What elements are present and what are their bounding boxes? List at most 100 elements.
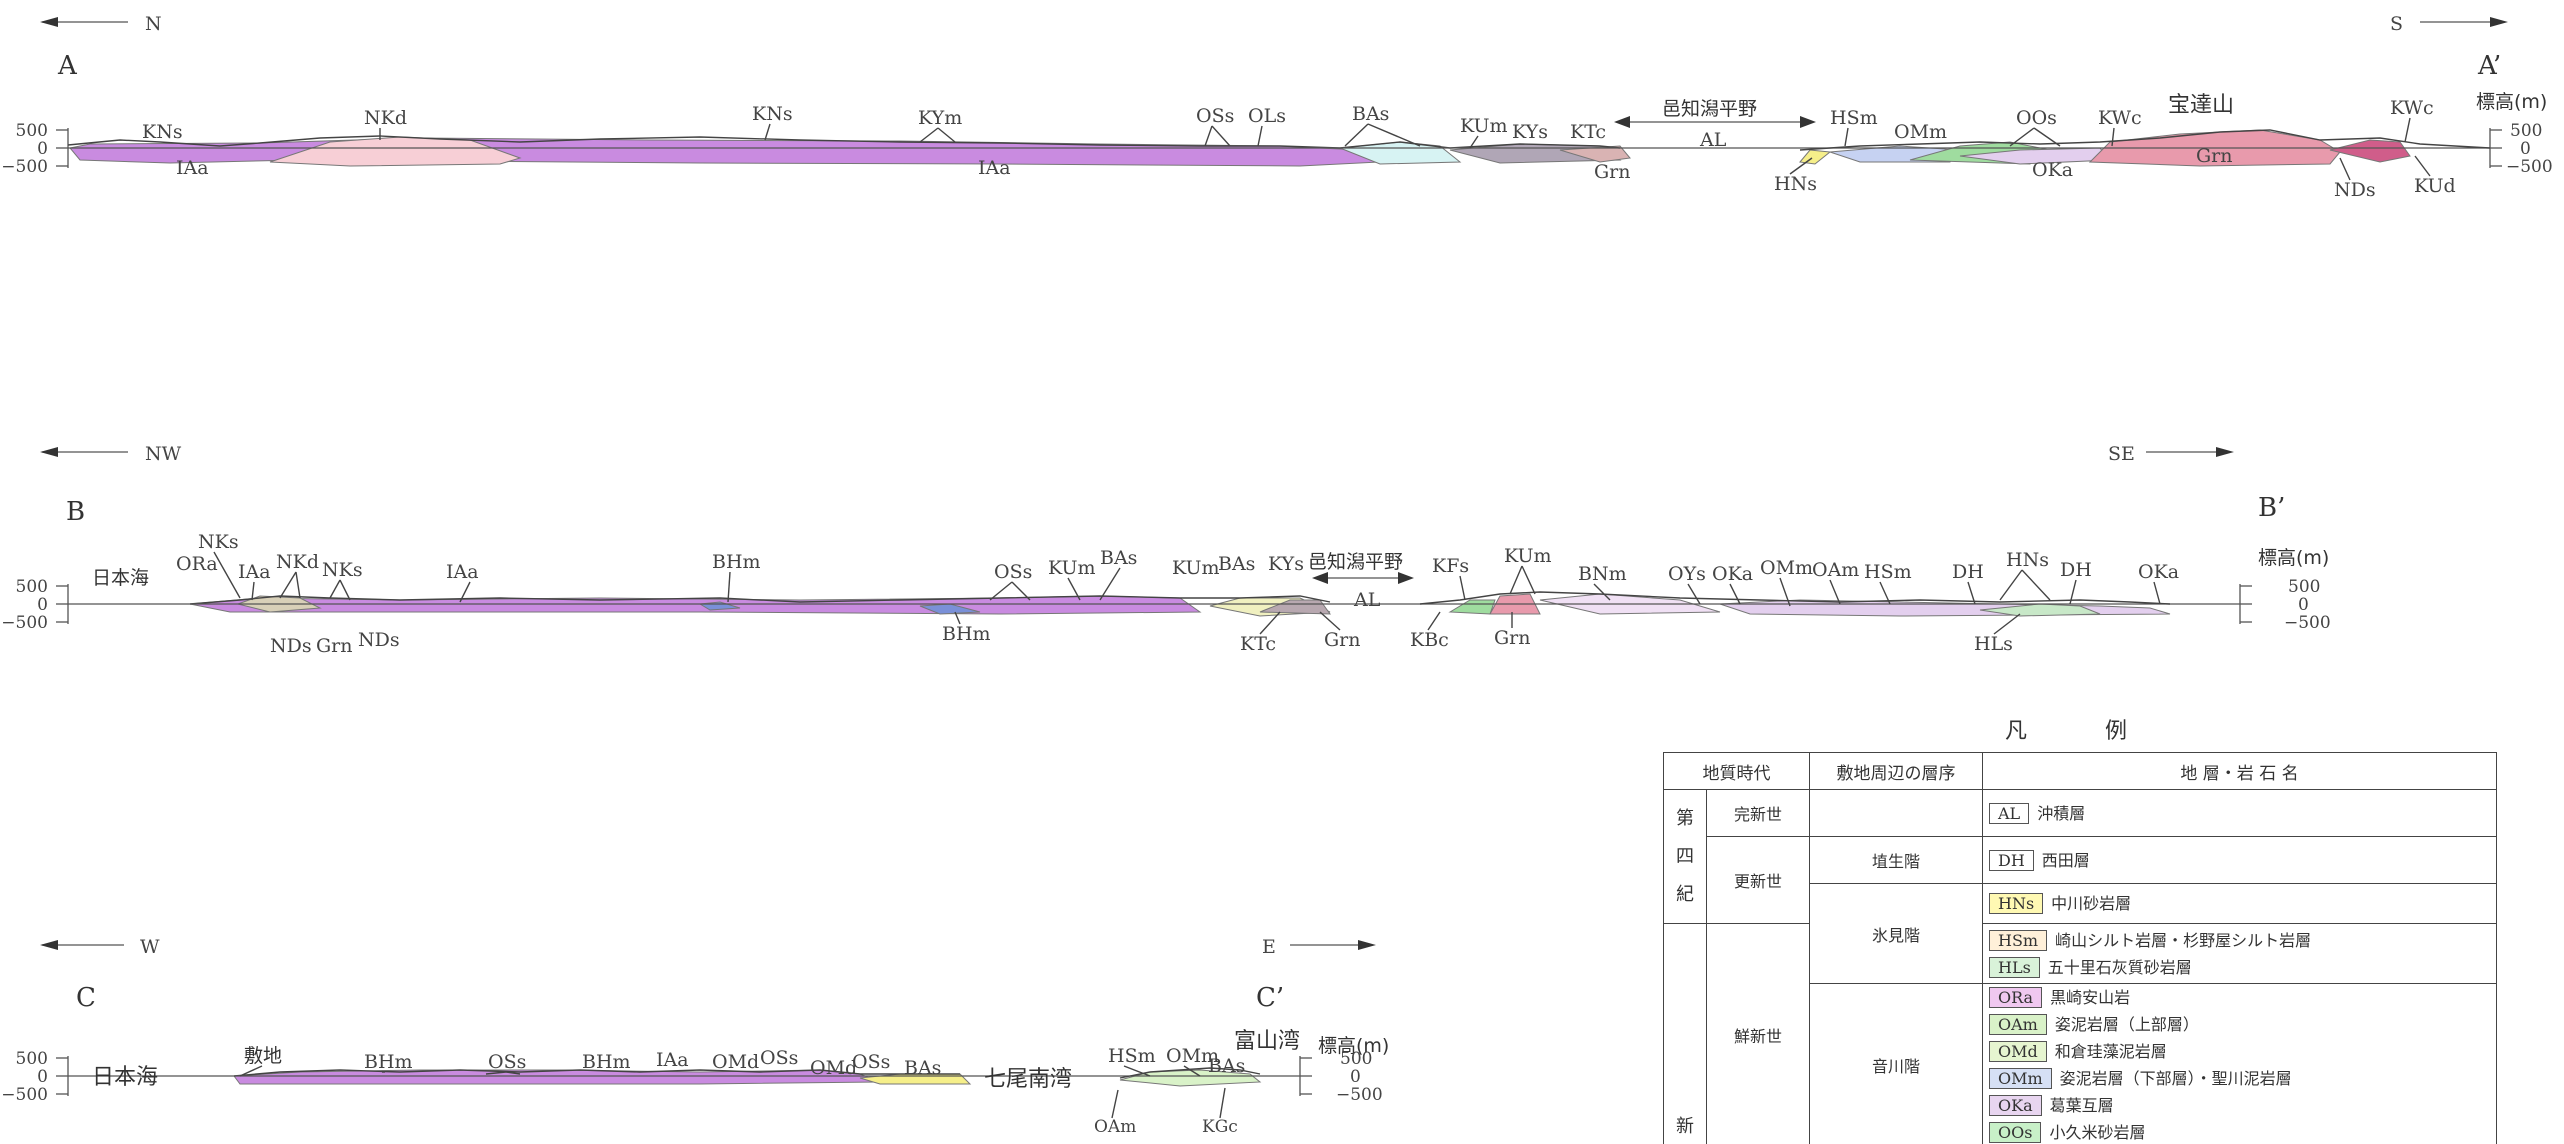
legend-name: 姿泥岩層（下部層）・聖川泥岩層 — [2060, 1069, 2292, 1088]
label: BHm — [364, 1051, 413, 1073]
label: KNs — [142, 121, 183, 143]
label: KUm — [1504, 545, 1552, 567]
legend-code: OAm — [1989, 1014, 2047, 1035]
section-c-start-label: C — [76, 983, 96, 1013]
elev-tick-500: 500 — [16, 1049, 48, 1069]
elev-tick-0: 0 — [37, 595, 48, 615]
label: KTc — [1570, 121, 1606, 143]
arrow-nw-icon — [40, 447, 58, 457]
bay2-label: 富山湾 — [1234, 1029, 1300, 1054]
label: KWc — [2390, 97, 2434, 119]
section-b-labels: NKs ORa IAa NKd NKs IAa BHm OSs KUm BAs … — [176, 531, 2179, 657]
direction-se-label: SE — [2108, 443, 2135, 465]
label: OSs — [852, 1051, 890, 1073]
legend-stage: 埴生階 — [1810, 837, 1983, 884]
elev-tick-500-r: 500 — [2510, 121, 2542, 141]
label: OKa — [1712, 563, 1753, 585]
section-b-end-label: B’ — [2258, 493, 2285, 523]
label: Grn — [2196, 145, 2233, 167]
legend-name: 五十里石灰質砂岩層 — [2048, 958, 2192, 977]
label: NDs — [2334, 179, 2376, 201]
label: Grn — [1594, 161, 1631, 183]
section-c-elev-scale-right: 標高(m) 500 0 −500 — [1300, 1035, 1389, 1105]
label: NKd — [276, 551, 319, 573]
label: KUm — [1172, 557, 1220, 579]
direction-west-label: W — [140, 936, 160, 958]
label: AL — [1699, 129, 1727, 151]
section-c-elev-scale-left: 500 0 −500 — [1, 1049, 68, 1105]
label: KWc — [2098, 107, 2142, 129]
label: HLs — [1974, 633, 2013, 655]
arrow-east-icon — [1358, 940, 1376, 950]
legend-code: DH — [1989, 850, 2034, 871]
plain-b-arrow-left-icon — [1312, 572, 1328, 584]
legend-name: 和倉珪藻泥岩層 — [2055, 1042, 2167, 1061]
label: HNs — [2006, 549, 2049, 571]
bay-label: 七尾南湾 — [984, 1067, 1072, 1092]
elev-tick-500: 500 — [16, 121, 48, 141]
legend-code: OMd — [1989, 1041, 2047, 1062]
legend-name: 崎山シルト岩層・杉野屋シルト岩層 — [2055, 931, 2311, 950]
label: Grn — [316, 635, 353, 657]
sea-b-label: 日本海 — [92, 567, 149, 589]
section-a-elev-scale-left: 500 0 −500 — [1, 121, 68, 177]
label: BAs — [1352, 103, 1389, 125]
legend-header-formation: 地 層・岩 石 名 — [1983, 753, 2497, 790]
section-c: W E C C’ 500 0 −500 標高(m) 500 0 −500 — [1, 936, 1389, 1137]
label: NDs — [270, 635, 312, 657]
section-b-elev-scale-left: 500 0 −500 — [1, 577, 68, 633]
label: OKa — [2032, 159, 2073, 181]
label: IAa — [176, 157, 209, 179]
layer-oka-b — [1720, 600, 2170, 616]
legend-code: OMm — [1989, 1068, 2052, 1089]
arrow-south-icon — [2490, 17, 2508, 27]
label: NDs — [358, 629, 400, 651]
elev-tick-minus500-r: −500 — [2506, 157, 2553, 177]
label: OAm — [1094, 1117, 1136, 1137]
plain-a-arrow-left-icon — [1614, 116, 1630, 128]
elev-label: 標高(m) — [2476, 91, 2547, 113]
plain-a-label: 邑知潟平野 — [1662, 98, 1757, 120]
label: NKs — [322, 559, 363, 581]
legend-entry: DH 西田層 — [1989, 847, 2490, 874]
elev-tick-0: 0 — [37, 1067, 48, 1087]
label: HSm — [1830, 107, 1878, 129]
label: NKd — [364, 107, 407, 129]
legend-era-quaternary: 第四紀 — [1664, 790, 1707, 924]
legend-name: 西田層 — [2042, 851, 2090, 870]
label: ORa — [176, 553, 218, 575]
direction-south-label: S — [2390, 13, 2403, 35]
arrow-north-icon — [40, 17, 58, 27]
elev-tick-0-r: 0 — [2520, 139, 2531, 159]
label: BHm — [942, 623, 991, 645]
legend-code: OKa — [1989, 1095, 2042, 1116]
direction-north-label: N — [145, 13, 162, 35]
label: KFs — [1432, 555, 1469, 577]
label: IAa — [656, 1049, 689, 1071]
sea-c-label: 日本海 — [92, 1065, 158, 1090]
legend-epoch: 更新世 — [1707, 837, 1810, 924]
legend-header-row: 地質時代 敷地周辺の層序 地 層・岩 石 名 — [1664, 753, 2497, 790]
plain-b-label: 邑知潟平野 — [1308, 551, 1403, 573]
layer-iaa-c — [234, 1070, 880, 1084]
legend-code: ORa — [1989, 987, 2042, 1008]
arrow-se-icon — [2216, 447, 2234, 457]
legend-header-stage: 敷地周辺の層序 — [1810, 753, 1983, 790]
label: Grn — [1494, 627, 1531, 649]
label: OOs — [2016, 107, 2057, 129]
section-c-end-label: C’ — [1256, 983, 1284, 1013]
label: OMd — [712, 1051, 759, 1073]
direction-nw-label: NW — [145, 443, 182, 465]
label: OSs — [1196, 105, 1234, 127]
legend-code: OOs — [1989, 1122, 2041, 1143]
label: OMd — [810, 1057, 857, 1079]
section-a-elev-scale-right: 標高(m) 500 0 −500 — [2476, 91, 2553, 177]
label: IAa — [238, 561, 271, 583]
arrow-west-icon — [40, 940, 58, 950]
